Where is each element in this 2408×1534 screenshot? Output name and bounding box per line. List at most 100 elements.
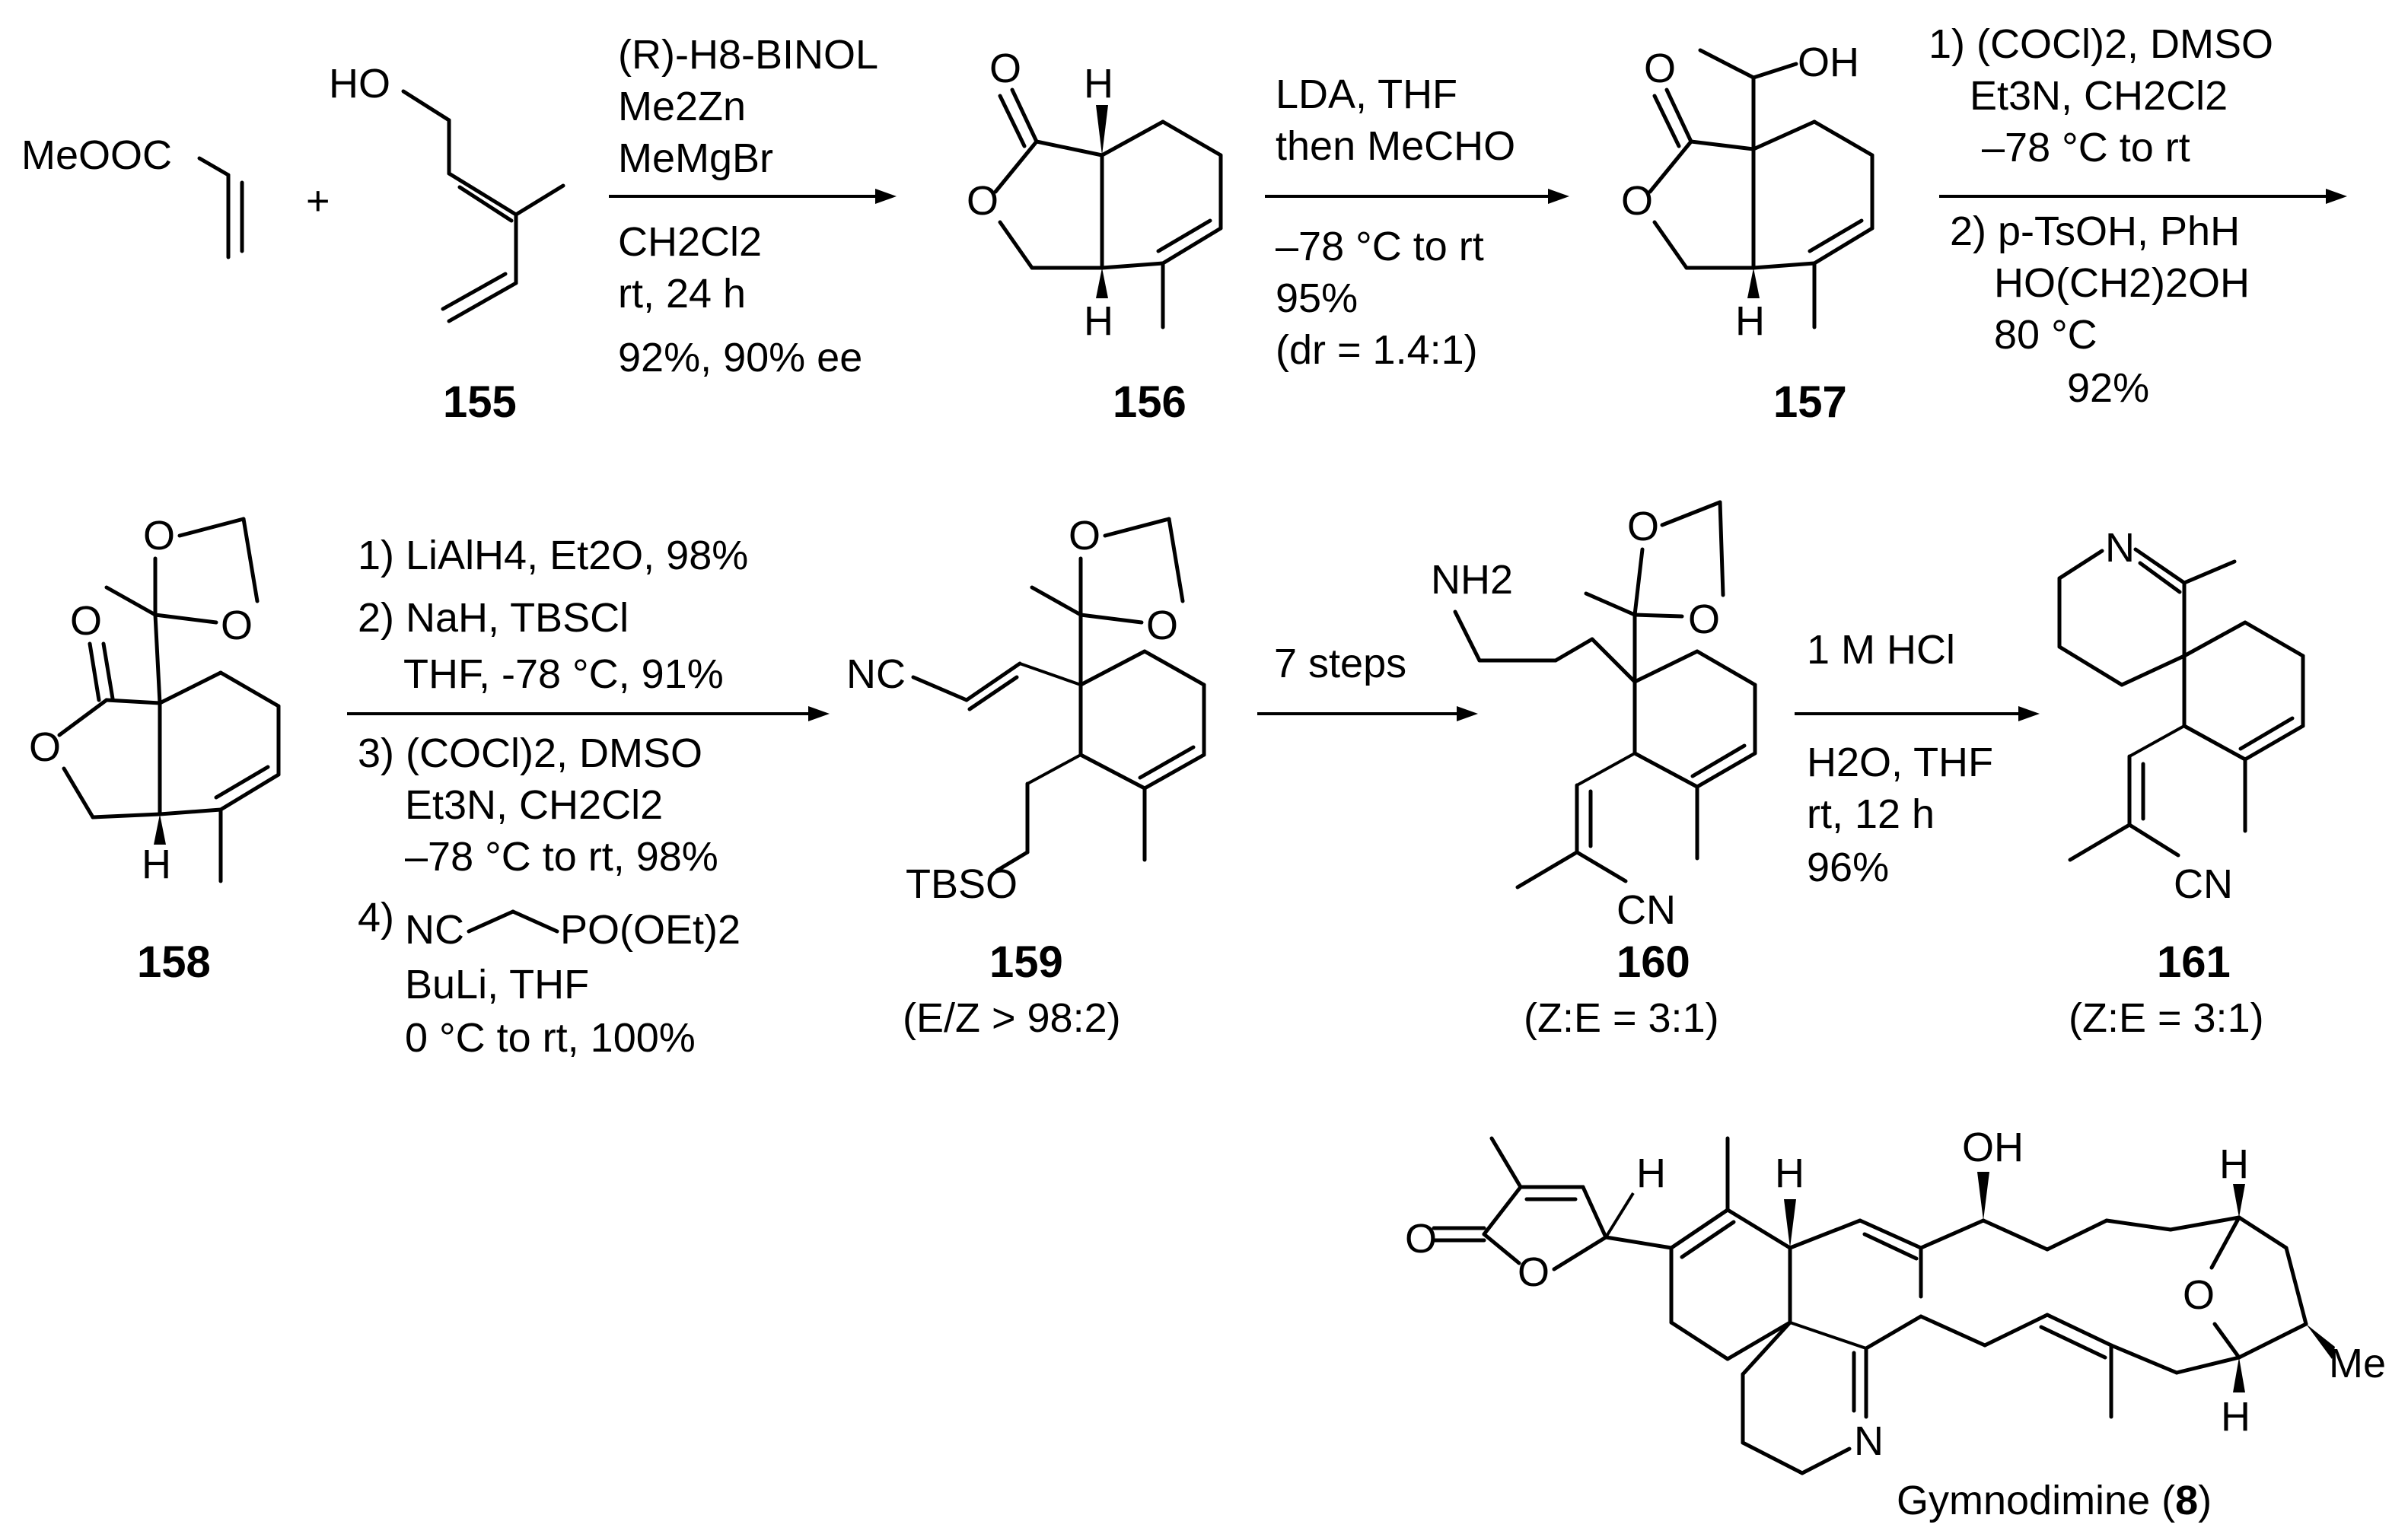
gym-number: 8 bbox=[2175, 1478, 2198, 1523]
arrow-step-1 bbox=[609, 189, 897, 204]
cond-3-line-1: 1) (COCl)2, DMSO bbox=[1929, 21, 2273, 67]
161-cn: CN bbox=[2174, 861, 2233, 907]
label-158: 158 bbox=[137, 937, 211, 987]
conditions-step-2: LDA, THF then MeCHO –78 °C to rt 95% (dr… bbox=[1276, 72, 1515, 373]
label-161: 161 bbox=[2157, 937, 2231, 987]
cond-4-nc: NC bbox=[405, 907, 464, 953]
cond-4-line-1: 1) LiAlH4, Et2O, 98% bbox=[358, 533, 748, 578]
159-nc: NC bbox=[846, 651, 906, 697]
cond-4-line-5: Et3N, CH2Cl2 bbox=[405, 782, 663, 828]
cond-3-line-7: 92% bbox=[2067, 365, 2149, 411]
label-155: 155 bbox=[443, 377, 517, 427]
meooc-text: MeOOC bbox=[21, 132, 172, 178]
conditions-step-4: 1) LiAlH4, Et2O, 98% 2) NaH, TBSCl THF, … bbox=[358, 533, 748, 1061]
157-o-carbonyl: O bbox=[1644, 46, 1676, 91]
cond-1-line-6: 92%, 90% ee bbox=[618, 335, 862, 380]
cond-6-line-4: 96% bbox=[1807, 845, 1889, 890]
156-o-carbonyl: O bbox=[989, 46, 1021, 91]
160-o2: O bbox=[1688, 597, 1720, 642]
gym-h2: H bbox=[1775, 1150, 1804, 1196]
158-o1: O bbox=[143, 513, 175, 559]
158-o2: O bbox=[221, 603, 253, 648]
158-h: H bbox=[142, 842, 171, 887]
ho-text: HO bbox=[329, 61, 390, 107]
156-o-ring: O bbox=[967, 178, 999, 224]
cond-3-line-6: 80 °C bbox=[1994, 312, 2097, 358]
157-o-ring: O bbox=[1621, 178, 1653, 224]
compound-158: O O O O H 158 bbox=[29, 513, 281, 987]
cond-1-line-1: (R)-H8-BINOL bbox=[618, 32, 878, 78]
cond-3-line-5: HO(CH2)2OH bbox=[1994, 260, 2250, 306]
cond-4-line-4: 3) (COCl)2, DMSO bbox=[358, 730, 702, 776]
cond-3-line-2: Et3N, CH2Cl2 bbox=[1970, 73, 2228, 119]
cond-2-line-2: then MeCHO bbox=[1276, 123, 1515, 169]
cond-4-line-10: BuLi, THF bbox=[405, 962, 589, 1007]
cond-4-phosphonate: PO(OEt)2 bbox=[560, 907, 741, 953]
conditions-step-3: 1) (COCl)2, DMSO Et3N, CH2Cl2 –78 °C to … bbox=[1929, 21, 2273, 411]
cond-2-line-1: LDA, THF bbox=[1276, 72, 1457, 117]
compound-161: N CN 161 (Z:E = 3:1) bbox=[2057, 525, 2305, 1041]
159-tbso: TBSO bbox=[906, 861, 1018, 907]
cond-2-line-5: (dr = 1.4:1) bbox=[1276, 327, 1478, 373]
158-o-ring: O bbox=[29, 724, 61, 770]
compound-159: O O NC TBSO 159 (E/Z > 98:2) bbox=[846, 513, 1206, 1041]
159-o1: O bbox=[1069, 513, 1100, 559]
158-o-carbonyl: O bbox=[70, 598, 102, 644]
cond-4-line-11: 0 °C to rt, 100% bbox=[405, 1015, 696, 1061]
gym-me: Me bbox=[2329, 1341, 2386, 1386]
plus-sign: + bbox=[306, 178, 330, 224]
cond-2-line-4: 95% bbox=[1276, 275, 1358, 321]
conditions-step-6: 1 M HCl H2O, THF rt, 12 h 96% bbox=[1807, 627, 1993, 890]
gym-o-carbonyl: O bbox=[1405, 1216, 1437, 1262]
161-ratio: (Z:E = 3:1) bbox=[2069, 995, 2264, 1041]
cond-4-line-7: 4) bbox=[358, 895, 394, 940]
cond-6-line-1: 1 M HCl bbox=[1807, 627, 1955, 673]
157-h-bottom: H bbox=[1735, 298, 1765, 344]
arrow-step-3 bbox=[1939, 189, 2347, 204]
arrow-step-2 bbox=[1265, 189, 1569, 204]
gym-close-paren: ) bbox=[2198, 1478, 2212, 1523]
gym-h1: H bbox=[1636, 1150, 1666, 1196]
161-n: N bbox=[2105, 525, 2135, 571]
gym-h4: H bbox=[2221, 1394, 2250, 1440]
compound-156: O O H H 156 bbox=[967, 46, 1223, 427]
cond-6-line-2: H2O, THF bbox=[1807, 740, 1993, 785]
gym-name: Gymnodimine (8) bbox=[1897, 1478, 2212, 1523]
160-nh2: NH2 bbox=[1431, 557, 1513, 603]
compound-160: O O NH2 CN 160 (Z:E = 3:1) bbox=[1431, 500, 1757, 1041]
160-o1: O bbox=[1627, 504, 1659, 549]
cond-3-line-3: –78 °C to rt bbox=[1982, 125, 2190, 170]
dienol-155: HO 155 bbox=[329, 61, 565, 427]
arrow-step-5 bbox=[1257, 706, 1478, 721]
gym-h3: H bbox=[2219, 1141, 2249, 1187]
arrow-step-4 bbox=[347, 706, 830, 721]
cond-5-line-1: 7 steps bbox=[1274, 641, 1406, 686]
cond-4-line-6: –78 °C to rt, 98% bbox=[405, 834, 718, 880]
gym-oh: OH bbox=[1962, 1125, 2024, 1170]
cond-1-line-2: Me2Zn bbox=[618, 84, 746, 129]
conditions-step-1: (R)-H8-BINOL Me2Zn MeMgBr CH2Cl2 rt, 24 … bbox=[618, 32, 878, 380]
159-o2: O bbox=[1146, 603, 1178, 648]
cond-2-line-3: –78 °C to rt bbox=[1276, 224, 1484, 269]
cond-1-line-5: rt, 24 h bbox=[618, 271, 746, 317]
cond-1-line-4: CH2Cl2 bbox=[618, 219, 762, 265]
160-ratio: (Z:E = 3:1) bbox=[1524, 995, 1719, 1041]
label-156: 156 bbox=[1113, 377, 1186, 427]
156-h-top: H bbox=[1084, 61, 1113, 107]
cond-4-line-2: 2) NaH, TBSCl bbox=[358, 595, 629, 641]
compound-157: OH O O H 157 bbox=[1621, 40, 1874, 427]
159-ratio: (E/Z > 98:2) bbox=[903, 995, 1121, 1041]
methyl-acrylate: MeOOC bbox=[21, 132, 244, 259]
gym-n: N bbox=[1854, 1418, 1884, 1464]
gym-o-ring: O bbox=[1518, 1249, 1550, 1295]
cond-3-line-4: 2) p-TsOH, PhH bbox=[1950, 208, 2240, 254]
cond-6-line-3: rt, 12 h bbox=[1807, 791, 1935, 837]
156-h-bottom: H bbox=[1084, 298, 1113, 344]
cond-1-line-3: MeMgBr bbox=[618, 135, 773, 181]
label-157: 157 bbox=[1773, 377, 1847, 427]
160-cn: CN bbox=[1616, 887, 1676, 933]
gym-name-text: Gymnodimine ( bbox=[1897, 1478, 2175, 1523]
cond-4-line-3: THF, -78 °C, 91% bbox=[403, 651, 724, 697]
gym-o-ether: O bbox=[2183, 1272, 2215, 1318]
